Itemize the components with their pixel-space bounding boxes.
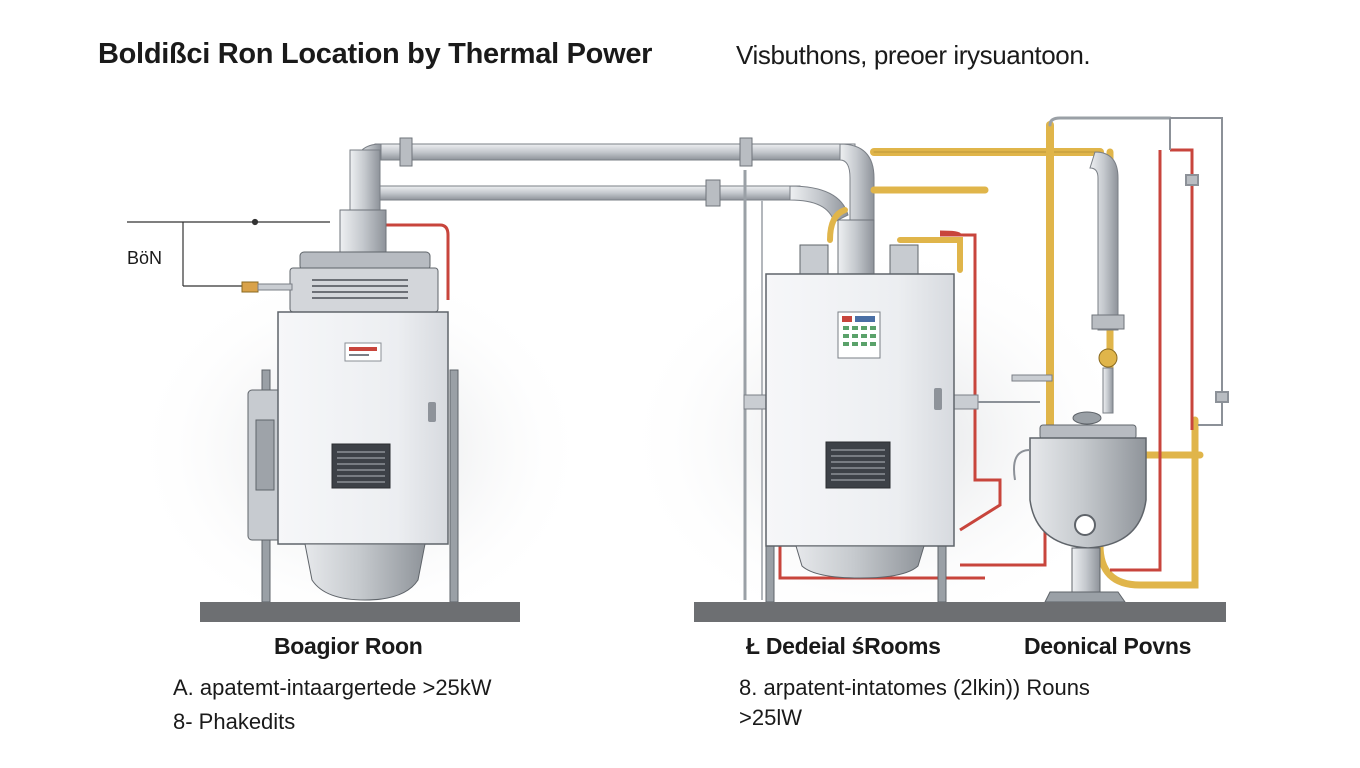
right-conduits <box>1169 117 1229 426</box>
left-unit-line-2: 8- Phakedits <box>173 709 296 734</box>
tank-feed-pipe <box>1089 151 1125 414</box>
expansion-tank <box>1011 374 1147 603</box>
red-pipes <box>385 148 1194 580</box>
left-boiler <box>241 209 459 603</box>
left-unit-caption: Boagior Roon <box>274 633 423 659</box>
middle-boiler <box>743 219 1040 603</box>
left-floor-slab <box>200 602 520 622</box>
middle-unit-line-1: 8. arpatent-intatomes (2lkin)) Rouns <box>739 675 1090 700</box>
right-unit-caption: Deonical Povns <box>1024 633 1192 659</box>
left-reference-lines <box>127 218 330 287</box>
left-unit-line-1: A. apatemt-intaargertede >25kW <box>173 675 492 700</box>
diagram-subtitle: Visbuthons, preoer irysuantoon. <box>736 40 1091 70</box>
middle-unit-caption: Ł Dedeial śRooms <box>746 633 941 659</box>
upper-grey-pipe <box>349 137 875 271</box>
diagram-title: Boldißci Ron Location by Thermal Power <box>98 38 653 70</box>
middle-grey-pipe <box>379 170 849 600</box>
left-side-label: BöN <box>127 248 163 268</box>
middle-unit-line-2: >25lW <box>739 705 802 730</box>
right-floor-slab <box>694 602 1226 622</box>
